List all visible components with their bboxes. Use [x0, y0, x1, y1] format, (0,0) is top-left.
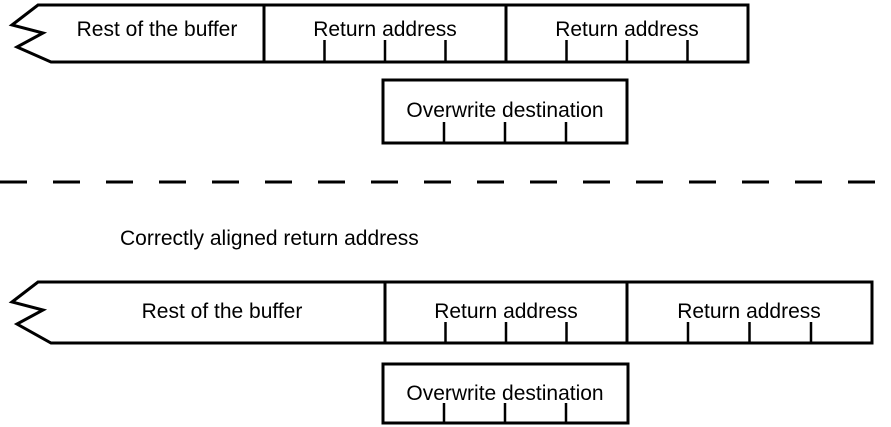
byte-tick-marks — [442, 122, 568, 142]
caption: Correctly aligned return address — [120, 227, 419, 250]
byte-tick-marks — [686, 322, 813, 342]
byte-tick-marks — [442, 403, 568, 422]
byte-tick-marks — [565, 40, 689, 61]
return-address-2-label: Return address — [677, 300, 821, 323]
buffer-bar — [8, 3, 750, 64]
buffer-segment-label: Rest of the buffer — [142, 300, 303, 323]
return-address-2-label: Return address — [555, 18, 699, 41]
return-address-1-label: Return address — [313, 18, 457, 41]
byte-tick-marks — [444, 322, 568, 342]
misaligned-diagram: Rest of the buffer Return address Return… — [8, 3, 750, 145]
aligned-diagram: Rest of the buffer Return address Return… — [8, 280, 874, 425]
overwrite-destination-label: Overwrite destination — [406, 382, 603, 405]
buffer-segment-label: Rest of the buffer — [77, 18, 238, 41]
overwrite-destination-label: Overwrite destination — [406, 99, 603, 122]
byte-tick-marks — [323, 40, 447, 61]
return-address-1-label: Return address — [434, 300, 578, 323]
buffer-bar — [8, 280, 874, 345]
